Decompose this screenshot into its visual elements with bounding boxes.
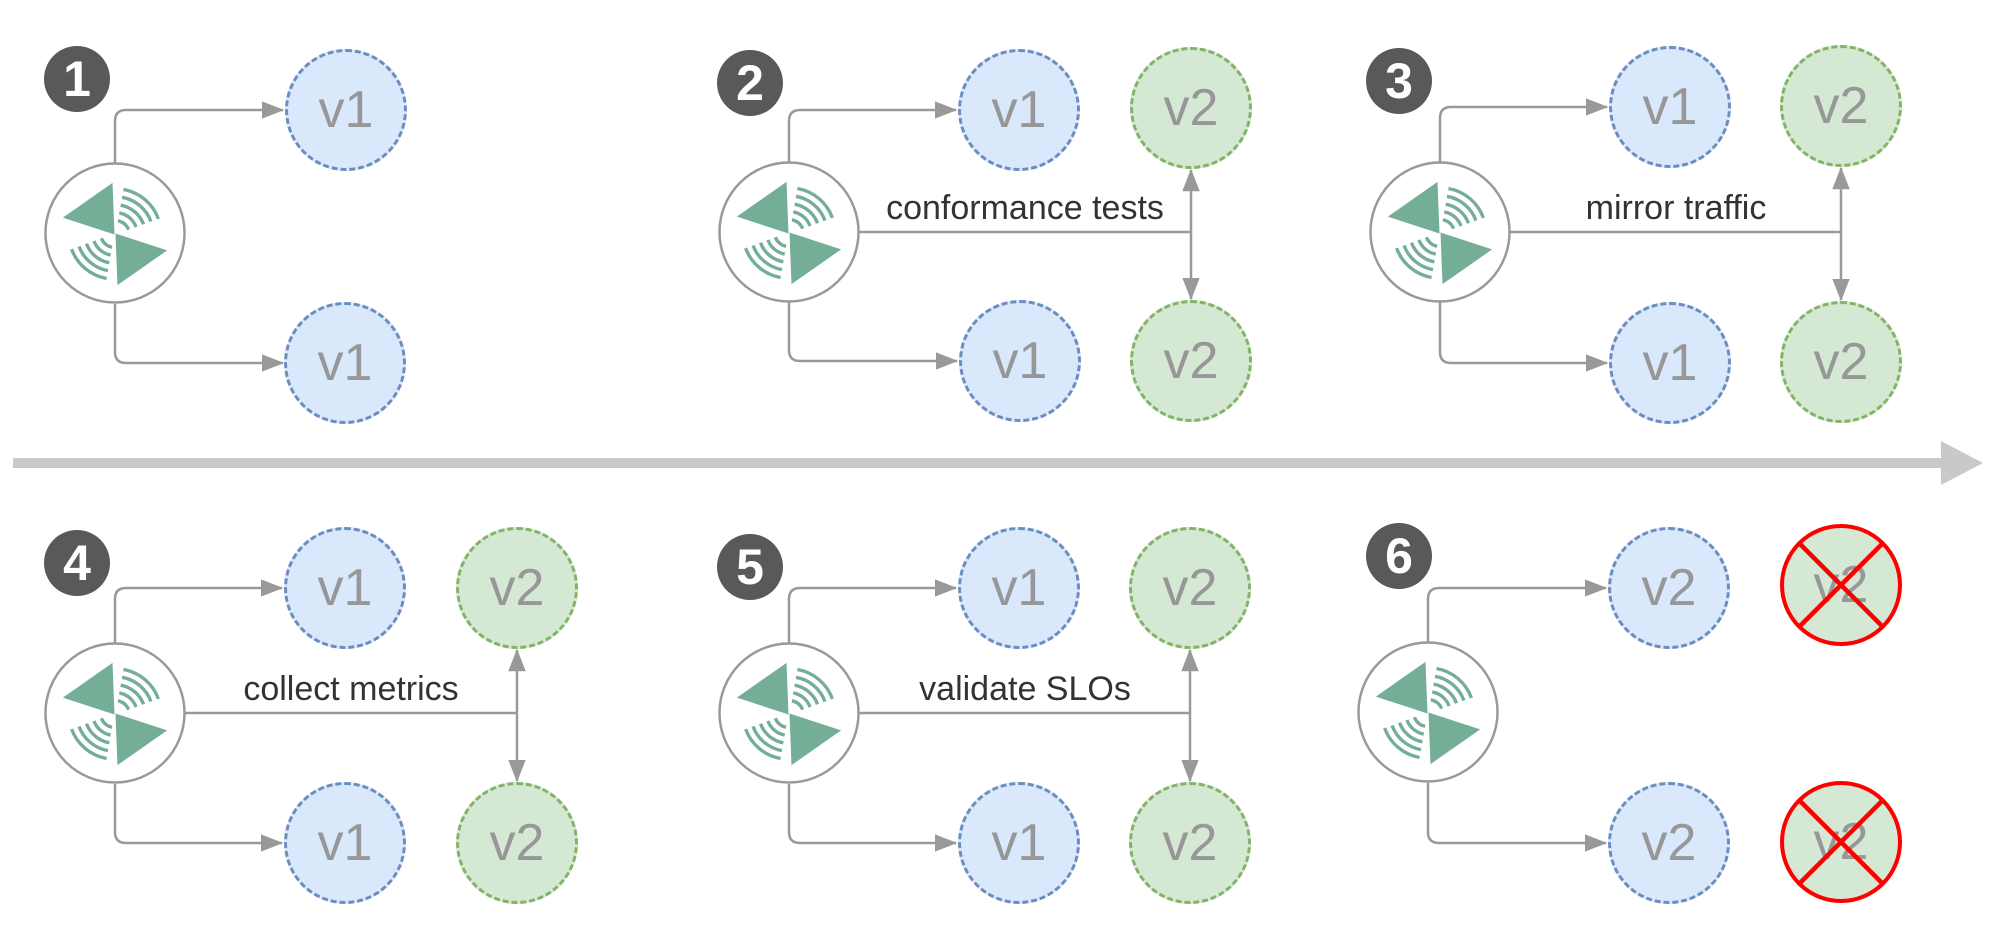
node-v1: v1 <box>284 527 406 649</box>
node-v1: v1 <box>958 782 1080 904</box>
node-v1: v1 <box>959 300 1081 422</box>
step-number: 2 <box>736 55 764 111</box>
step-number: 3 <box>1385 53 1413 109</box>
red-cross-icon <box>1796 540 1886 630</box>
node-label: v1 <box>317 814 373 872</box>
step-number-badge: 3 <box>1366 48 1432 114</box>
node-v2: v2 <box>1129 782 1251 904</box>
node-label: v2 <box>1813 333 1869 391</box>
node-label: v1 <box>992 332 1048 390</box>
node-v1: v1 <box>958 527 1080 649</box>
node-v2: v2 <box>1608 527 1730 649</box>
node-v1: v1 <box>1609 302 1731 424</box>
node-label: v1 <box>1642 78 1698 136</box>
node-label: v1 <box>991 81 1047 139</box>
node-v2: v2 <box>456 527 578 649</box>
step-number: 6 <box>1385 528 1413 584</box>
node-v2-removed: v2 <box>1780 781 1902 903</box>
node-v1: v1 <box>285 49 407 171</box>
node-v2: v2 <box>1780 45 1902 167</box>
node-v2: v2 <box>1129 527 1251 649</box>
step-number-badge: 1 <box>44 46 110 112</box>
action-label: collect metrics <box>243 670 459 708</box>
node-label: v2 <box>489 814 545 872</box>
step-number: 1 <box>63 51 91 107</box>
node-label: v1 <box>318 81 374 139</box>
node-v1: v1 <box>1609 46 1731 168</box>
node-label: v2 <box>1813 77 1869 135</box>
node-v1: v1 <box>284 302 406 424</box>
step-number: 5 <box>736 539 764 595</box>
node-v2: v2 <box>1130 300 1252 422</box>
timeline-arrow-icon <box>13 441 1983 485</box>
node-label: v1 <box>991 559 1047 617</box>
red-cross-icon <box>1796 797 1886 887</box>
node-v2: v2 <box>1130 47 1252 169</box>
step-number: 4 <box>63 535 91 591</box>
action-label: conformance tests <box>886 189 1164 227</box>
step-number-badge: 5 <box>717 534 783 600</box>
node-label: v2 <box>1163 332 1219 390</box>
node-label: v2 <box>1641 814 1697 872</box>
node-label: v2 <box>489 559 545 617</box>
node-v2: v2 <box>1780 301 1902 423</box>
node-label: v1 <box>1642 334 1698 392</box>
action-label: validate SLOs <box>919 670 1131 708</box>
node-v2: v2 <box>1608 782 1730 904</box>
node-label: v1 <box>317 559 373 617</box>
node-label: v2 <box>1162 814 1218 872</box>
node-label: v2 <box>1162 559 1218 617</box>
node-label: v2 <box>1641 559 1697 617</box>
step-number-badge: 4 <box>44 530 110 596</box>
action-label: mirror traffic <box>1585 189 1767 227</box>
node-label: v1 <box>991 814 1047 872</box>
node-v1: v1 <box>284 782 406 904</box>
node-v2: v2 <box>456 782 578 904</box>
node-v2-removed: v2 <box>1780 524 1902 646</box>
step-number-badge: 6 <box>1366 523 1432 589</box>
node-label: v2 <box>1163 79 1219 137</box>
node-v1: v1 <box>958 49 1080 171</box>
step-number-badge: 2 <box>717 50 783 116</box>
node-label: v1 <box>317 334 373 392</box>
